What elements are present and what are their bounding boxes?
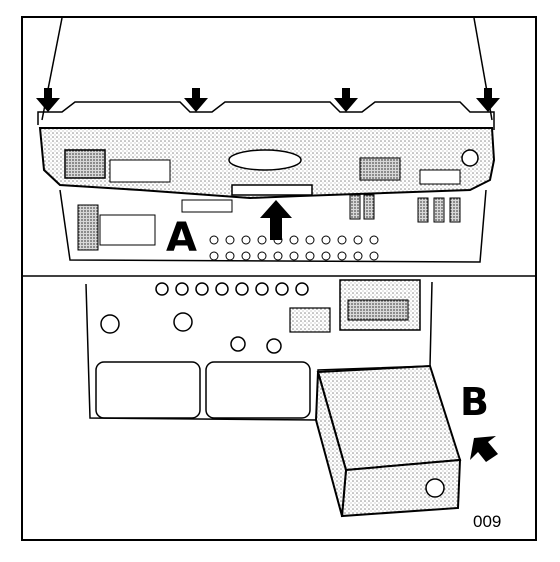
screws [100,312,282,354]
rear-jacks [155,282,309,296]
capacitors [349,194,461,223]
figure-number: 009 [473,512,502,531]
callout-label-a: A [166,215,197,261]
top-panel-unit [36,17,500,263]
arrow-up-a [260,200,292,240]
release-arrows [36,88,500,112]
outer-frame [21,16,537,541]
callout-label-b: B [460,380,489,424]
module-b [314,364,462,518]
bottom-panel-unit [85,279,498,518]
connector-pins [209,235,379,261]
arrow-b [470,436,498,462]
